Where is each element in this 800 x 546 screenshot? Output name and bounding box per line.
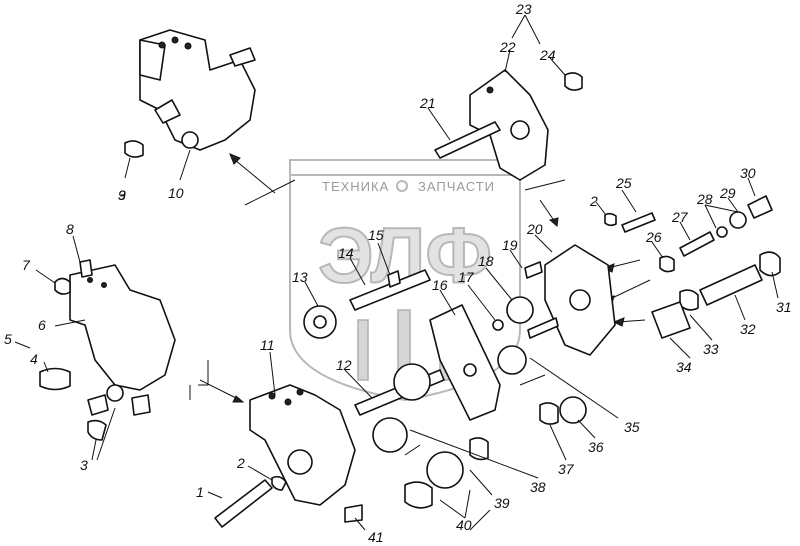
callout-34: 34 xyxy=(676,359,692,375)
callout-17: 17 xyxy=(458,269,475,285)
callout-3b: 3 xyxy=(80,457,88,473)
callout-37: 37 xyxy=(558,461,575,477)
gear-icon xyxy=(396,180,408,192)
callout-24: 24 xyxy=(539,47,556,63)
callout-38: 38 xyxy=(530,479,546,495)
callout-9: 9 xyxy=(118,187,126,203)
callout-41: 41 xyxy=(368,529,384,545)
callout-28: 28 xyxy=(696,191,713,207)
callout-39: 39 xyxy=(494,495,510,511)
callout-30: 30 xyxy=(740,165,756,181)
watermark-text-left: ТЕХНИКА xyxy=(322,179,389,194)
callout-27: 27 xyxy=(671,209,689,225)
callout-1: 1 xyxy=(196,484,204,500)
callout-3a: 3 xyxy=(118,187,126,203)
valve-parts xyxy=(604,195,781,339)
pump-housing-6 xyxy=(39,259,176,441)
callout-7: 7 xyxy=(22,257,31,273)
callout-19: 19 xyxy=(502,237,518,253)
callout-29: 29 xyxy=(719,185,736,201)
callout-16: 16 xyxy=(432,277,448,293)
callout-35: 35 xyxy=(624,419,640,435)
callout-6: 6 xyxy=(38,317,46,333)
callout-15: 15 xyxy=(368,227,384,243)
watermark-text-right: ЗАПЧАСТИ xyxy=(418,179,495,194)
callout-13: 13 xyxy=(292,269,308,285)
callout-31: 31 xyxy=(776,299,792,315)
callout-40: 40 xyxy=(456,517,472,533)
pump-housing-11 xyxy=(214,384,363,528)
callout-22: 22 xyxy=(499,39,516,55)
flange-plates xyxy=(429,244,616,421)
callout-20: 20 xyxy=(526,221,543,237)
callout-23: 23 xyxy=(515,1,532,17)
callout-4: 4 xyxy=(30,351,38,367)
callout-5: 5 xyxy=(4,331,12,347)
callout-2b: 2 xyxy=(589,193,598,209)
pump-cover-22 xyxy=(434,69,583,181)
callout-18: 18 xyxy=(478,253,494,269)
callout-33: 33 xyxy=(703,341,719,357)
leader-lines xyxy=(14,14,779,531)
gears-and-shafts xyxy=(303,269,587,509)
callout-12: 12 xyxy=(336,357,352,373)
pump-housing-10 xyxy=(124,29,256,158)
callout-21: 21 xyxy=(419,95,436,111)
callout-26: 26 xyxy=(645,229,662,245)
callout-8: 8 xyxy=(66,221,74,237)
callout-14: 14 xyxy=(338,245,354,261)
callout-labels: 1 2 2 3 3 4 5 6 7 8 9 10 11 12 13 14 15 … xyxy=(4,1,792,545)
callout-32: 32 xyxy=(740,321,756,337)
callout-10: 10 xyxy=(168,185,184,201)
callout-2a: 2 xyxy=(236,455,245,471)
callout-11: 11 xyxy=(260,337,275,353)
callout-36: 36 xyxy=(588,439,604,455)
callout-25: 25 xyxy=(615,175,632,191)
